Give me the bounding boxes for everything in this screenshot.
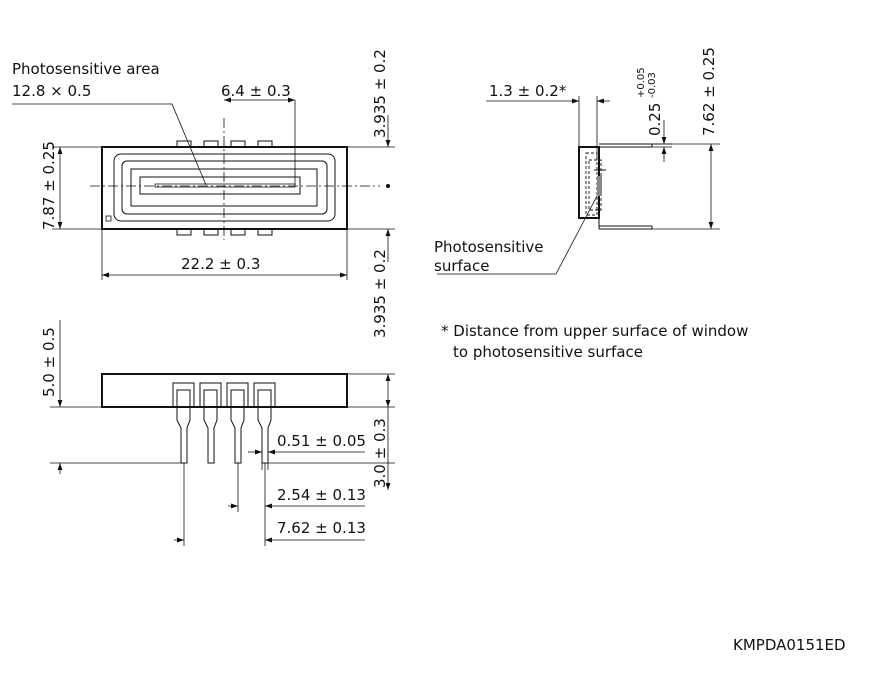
window-depth-dimension: 1.3 ± 0.2*	[489, 82, 567, 100]
body-height-dimension: 7.87 ± 0.25	[40, 141, 58, 230]
photosensitive-surface-label-1: Photosensitive	[434, 238, 543, 256]
bottom-offset-dimension: 3.935 ± 0.2	[371, 249, 389, 338]
window-frame-middle	[121, 160, 328, 215]
front-view-leads	[172, 382, 276, 464]
lead-row-span-dimension: 7.62 ± 0.13	[277, 519, 366, 537]
row-spacing-dimension: 7.62 ± 0.25	[700, 47, 718, 136]
footnote-line-2: to photosensitive surface	[453, 343, 643, 361]
front-view: 5.0 ± 0.5 3.0 ± 0.3 0.51 ± 0.05 2.54 ± 0…	[40, 320, 395, 546]
photosensitive-area-title: Photosensitive area	[12, 60, 160, 78]
pitch-center-dimension: 6.4 ± 0.3	[221, 82, 291, 100]
lead-pitch-dimension: 2.54 ± 0.13	[277, 486, 366, 504]
footnote-line-1: * Distance from upper surface of window	[441, 322, 748, 340]
lead-thickness-tol-minus: -0.03	[647, 72, 658, 98]
body-width-dimension: 22.2 ± 0.3	[181, 255, 260, 273]
drawing-code: KMPDA0151ED	[733, 636, 846, 654]
lead-width-dimension: 0.51 ± 0.05	[277, 432, 366, 450]
top-offset-dimension: 3.935 ± 0.2	[371, 49, 389, 138]
side-view: 1.3 ± 0.2* 0.25 +0.05 -0.03 7.62 ± 0.25 …	[434, 47, 748, 361]
package-height-dimension: 5.0 ± 0.5	[40, 327, 58, 397]
lead-thickness-tol-plus: +0.05	[636, 67, 647, 98]
top-view: Photosensitive area 12.8 × 0.5 6.4 ± 0.3…	[12, 49, 395, 338]
photosensitive-area-size: 12.8 × 0.5	[12, 82, 91, 100]
lead-length-dimension: 3.0 ± 0.3	[371, 418, 389, 488]
sensor-chip	[139, 176, 301, 195]
photosensitive-strip	[154, 183, 296, 188]
photosensitive-surface-label-2: surface	[434, 257, 489, 275]
package-body-front	[101, 373, 348, 408]
package-body-top	[101, 146, 348, 230]
lead-thickness-dimension: 0.25	[646, 103, 664, 136]
window-frame-outer	[113, 153, 336, 222]
pin1-mark	[105, 215, 112, 222]
